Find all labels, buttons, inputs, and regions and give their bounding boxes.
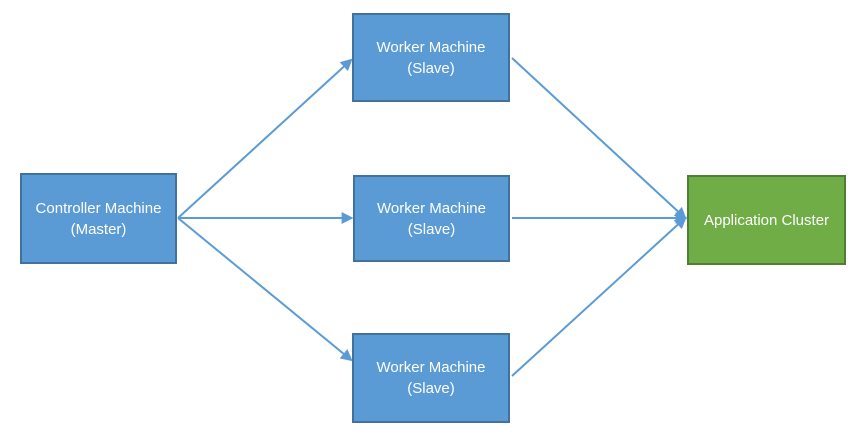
node-label-line2: (Slave) [407, 220, 456, 238]
edge-controller-to-worker-top [177, 58, 353, 219]
node-label-line2: (Slave) [407, 380, 455, 397]
node-worker-machine-bottom: Worker Machine (Slave) [352, 333, 510, 423]
edge-worker-top-to-cluster [511, 57, 687, 220]
node-label-line2: (Master) [70, 220, 127, 238]
edge-controller-to-worker-bottom [177, 217, 353, 362]
node-worker-machine-top: Worker Machine (Slave) [352, 13, 510, 102]
node-worker-machine-middle: Worker Machine (Slave) [353, 175, 510, 262]
node-label-line1: Worker Machine [376, 359, 486, 376]
edge-worker-bottom-to-cluster [511, 216, 687, 377]
node-label-line1: Controller Machine [35, 199, 162, 217]
node-application-cluster: Application Cluster [687, 175, 846, 265]
node-label-line1: Worker Machine [377, 199, 486, 217]
node-controller-machine: Controller Machine (Master) [20, 173, 177, 264]
node-label-line1: Worker Machine [376, 38, 486, 56]
node-label-line1: Application Cluster [703, 211, 830, 229]
node-label-line2: (Slave) [407, 59, 455, 77]
